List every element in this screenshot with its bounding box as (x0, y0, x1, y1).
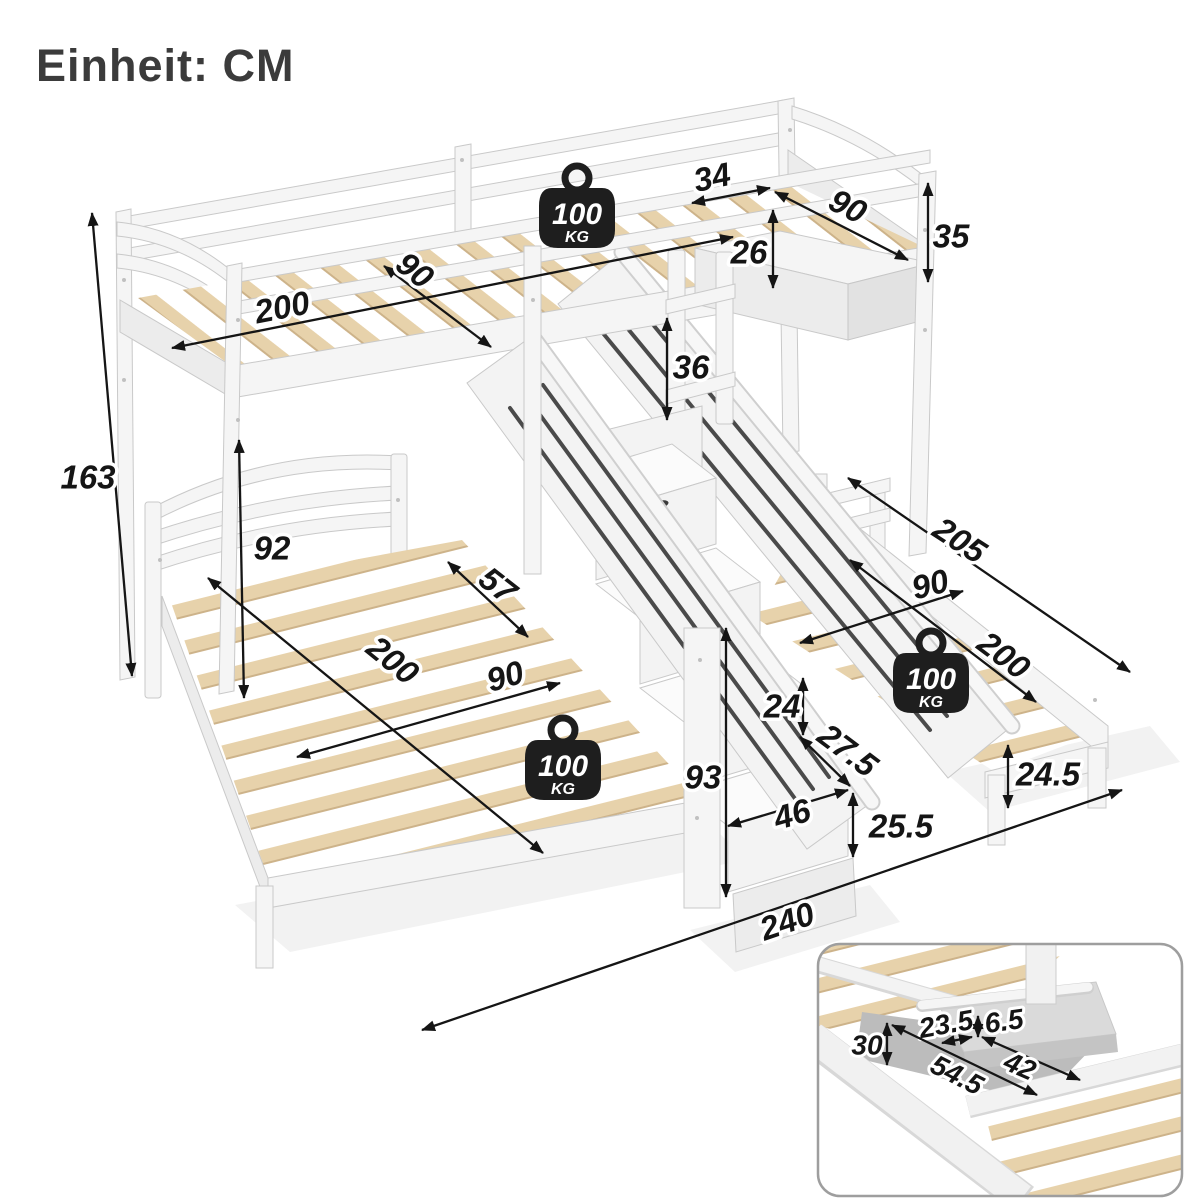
dimension-arrow (774, 190, 909, 262)
dimension-label: 26 (730, 234, 768, 271)
badge-value: 100 (552, 198, 602, 231)
headboard-post (144, 501, 162, 699)
dimension-label: 36 (673, 349, 710, 386)
stair-support-post (523, 245, 542, 575)
inset-slats (982, 1054, 1182, 1196)
dimension-label: 24.5 (1015, 756, 1081, 793)
staircase-near-railing (466, 327, 881, 850)
badge-unit: KG (565, 229, 589, 246)
dimension-label: 35 (933, 218, 970, 255)
dimension-label: 6.5 (983, 1003, 1026, 1039)
dimension-label: 205 (926, 509, 994, 571)
left-bed-leg (255, 885, 274, 969)
dimension-label: 93 (685, 759, 722, 796)
badge-value: 100 (538, 750, 588, 783)
dimension-label: 92 (254, 530, 291, 567)
dimension-arrow (799, 736, 851, 787)
kettlebell-icon (539, 188, 615, 248)
dimension-arrow (691, 185, 771, 206)
dimension-arrow (849, 559, 1037, 703)
stair-gate-bar (715, 251, 734, 425)
dimension-label: 25.5 (868, 808, 934, 845)
dimension-arrow (87, 212, 137, 677)
dimension-arrow (421, 788, 1123, 1032)
dimension-arrow (891, 1023, 1038, 1097)
dimension-label: 24 (763, 688, 801, 725)
dimension-label: 163 (60, 459, 115, 496)
dimension-label: 34 (690, 155, 734, 199)
dimension-arrow (296, 681, 561, 759)
inset-detail (816, 942, 1184, 1198)
dimension-label: 30 (851, 1030, 883, 1061)
dimension-arrow (383, 265, 492, 348)
badge-unit: KG (551, 781, 575, 798)
badge-value: 100 (906, 663, 956, 696)
badge-unit: KG (919, 694, 943, 711)
inset-post (1025, 944, 1057, 1005)
unit-title: Einheit: CM (36, 40, 295, 91)
